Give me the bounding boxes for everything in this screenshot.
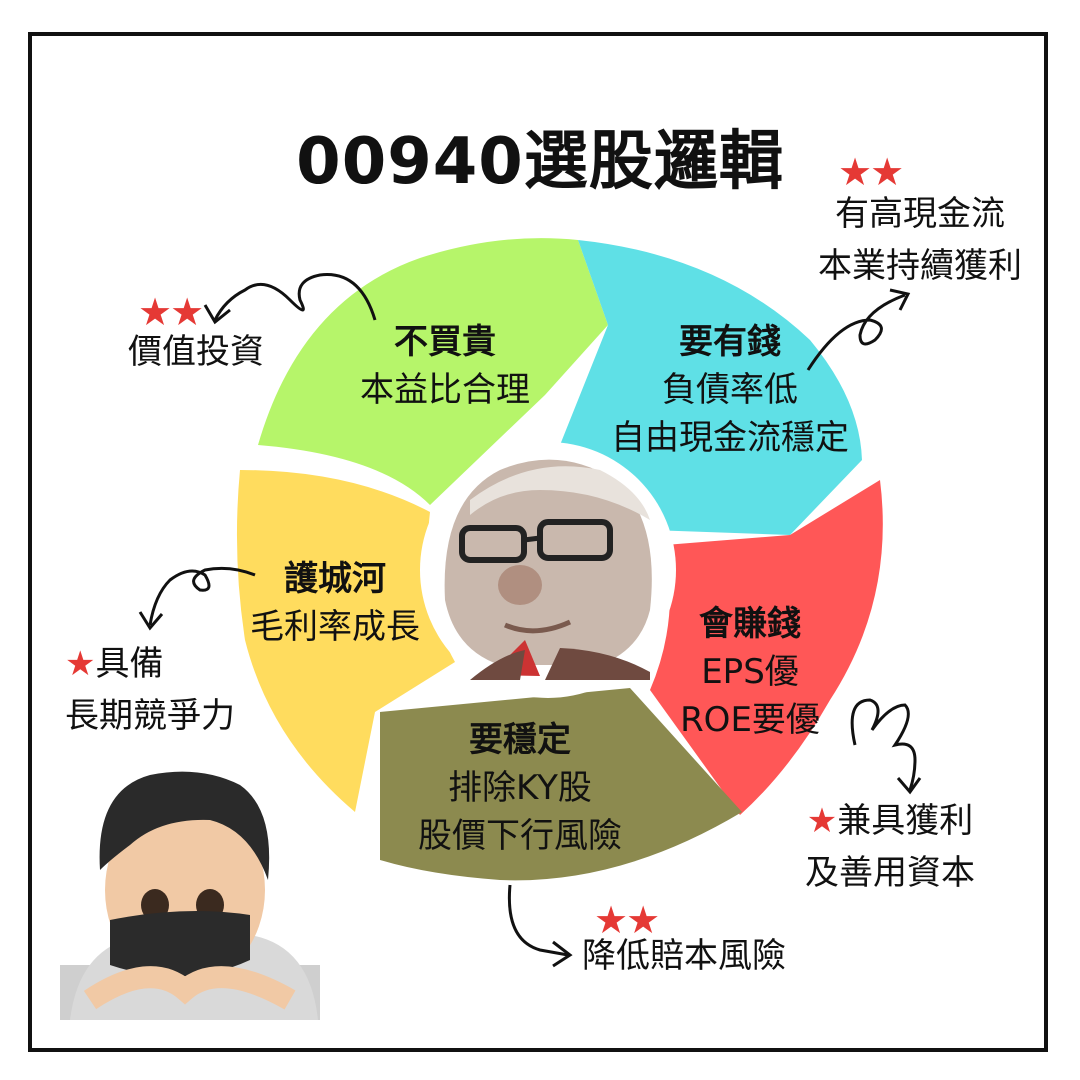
arrow-to-cash-head xyxy=(889,288,911,311)
note-moat: ★具備 長期競爭力 xyxy=(65,638,245,742)
arrow-to-risk-head xyxy=(552,940,573,968)
arrow-to-moat xyxy=(148,566,256,626)
arrow-to-profit xyxy=(850,698,917,791)
arrow-to-risk xyxy=(507,884,569,957)
segment-olive xyxy=(380,688,742,881)
note-cash: 有高現金流 本業持續獲利 xyxy=(818,194,1022,286)
arrow-to-value-head xyxy=(203,304,231,325)
stars-cash: ★★ xyxy=(838,150,904,194)
segment-label-cyan: 要有錢 負債率低 自由現金流穩定 xyxy=(611,322,849,458)
avatar-illustration xyxy=(60,771,320,1020)
stars-moat: ★ xyxy=(65,644,96,684)
segment-label-red: 會賺錢 EPS優 ROE要優 xyxy=(680,604,820,740)
note-risk: 降低賠本風險 xyxy=(582,930,786,982)
segment-red xyxy=(650,480,883,815)
arrow-to-moat-head xyxy=(138,611,164,631)
note-value: 價值投資 xyxy=(128,326,264,378)
stars-profit: ★ xyxy=(806,801,838,841)
note-profit: ★兼具獲利 及善用資本 xyxy=(785,795,995,899)
segment-yellow xyxy=(236,470,455,812)
arrow-to-cash xyxy=(806,293,906,371)
page-title: 00940選股邏輯 xyxy=(0,110,1080,202)
segment-cyan xyxy=(560,240,862,535)
segment-label-yellow: 護城河 毛利率成長 xyxy=(250,559,420,647)
segment-green xyxy=(258,238,608,505)
stars-risk: ★★ xyxy=(594,898,660,942)
arrow-to-profit-head xyxy=(896,777,922,795)
arrow-to-value xyxy=(213,273,377,321)
segment-label-olive: 要穩定 排除KY股 股價下行風險 xyxy=(418,720,622,856)
portrait-illustration xyxy=(420,442,676,698)
segment-label-green: 不買貴 本益比合理 xyxy=(360,322,530,410)
stars-value: ★★ xyxy=(138,290,204,334)
